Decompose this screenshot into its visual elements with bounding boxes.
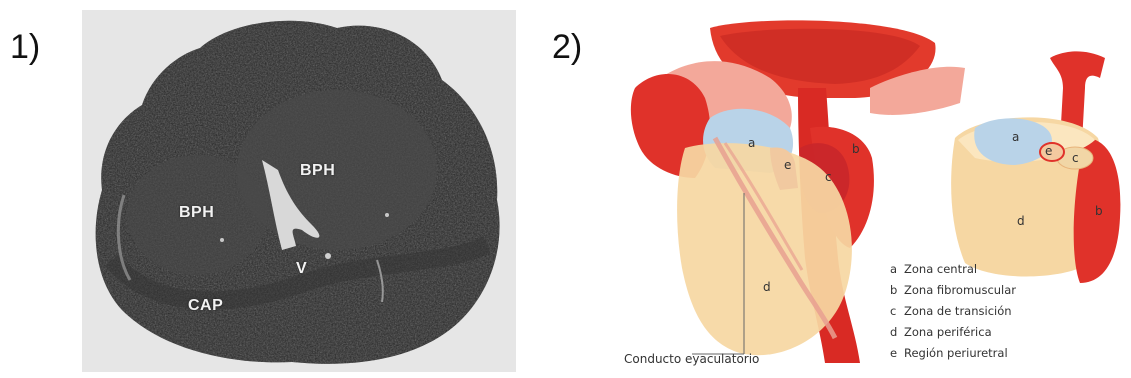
zone-letter-a-right: a bbox=[1012, 130, 1019, 144]
v-label: V bbox=[296, 260, 307, 278]
histology-tissue-graphic bbox=[82, 10, 516, 372]
zone-letter-e-left: e bbox=[784, 158, 791, 172]
ejaculatory-duct-label: Conducto eyaculatorio bbox=[624, 352, 759, 366]
zone-letter-e-right: e bbox=[1045, 144, 1052, 158]
zone-letter-c-right: c bbox=[1072, 151, 1079, 165]
prostate-anatomy-illustration: a b c d e a b c d e a Zona central b Zon… bbox=[620, 18, 1125, 374]
legend-letter: a bbox=[890, 262, 904, 276]
histology-micrograph: BPH BPH V CAP bbox=[82, 10, 516, 372]
zone-letter-d-left: d bbox=[763, 280, 771, 294]
zone-letter-c-left: c bbox=[825, 170, 832, 184]
legend-text: Zona de transición bbox=[904, 304, 1012, 318]
zone-letter-b-left: b bbox=[852, 142, 860, 156]
legend-item: b Zona fibromuscular bbox=[890, 279, 1016, 300]
legend-text: Zona central bbox=[904, 262, 977, 276]
panel-1-label: 1) bbox=[10, 30, 40, 64]
legend-text: Zona fibromuscular bbox=[904, 283, 1016, 297]
legend-letter: c bbox=[890, 304, 904, 318]
legend-letter: e bbox=[890, 346, 904, 360]
legend-letter: b bbox=[890, 283, 904, 297]
panel-2-label: 2) bbox=[552, 30, 582, 64]
legend-letter: d bbox=[890, 325, 904, 339]
cap-label: CAP bbox=[188, 297, 223, 315]
legend-text: Zona periférica bbox=[904, 325, 992, 339]
bph-label-left: BPH bbox=[179, 204, 214, 222]
zone-letter-a-left: a bbox=[748, 136, 755, 150]
legend-item: a Zona central bbox=[890, 258, 1016, 279]
prostate-zones-graphic bbox=[620, 18, 1125, 374]
legend-text: Región periuretral bbox=[904, 346, 1008, 360]
zone-letter-d-right: d bbox=[1017, 214, 1025, 228]
bph-label-right: BPH bbox=[300, 162, 335, 180]
legend-item: e Región periuretral bbox=[890, 342, 1016, 363]
zone-letter-b-right: b bbox=[1095, 204, 1103, 218]
legend-item: c Zona de transición bbox=[890, 300, 1016, 321]
zone-legend: a Zona central b Zona fibromuscular c Zo… bbox=[890, 258, 1016, 363]
legend-item: d Zona periférica bbox=[890, 321, 1016, 342]
